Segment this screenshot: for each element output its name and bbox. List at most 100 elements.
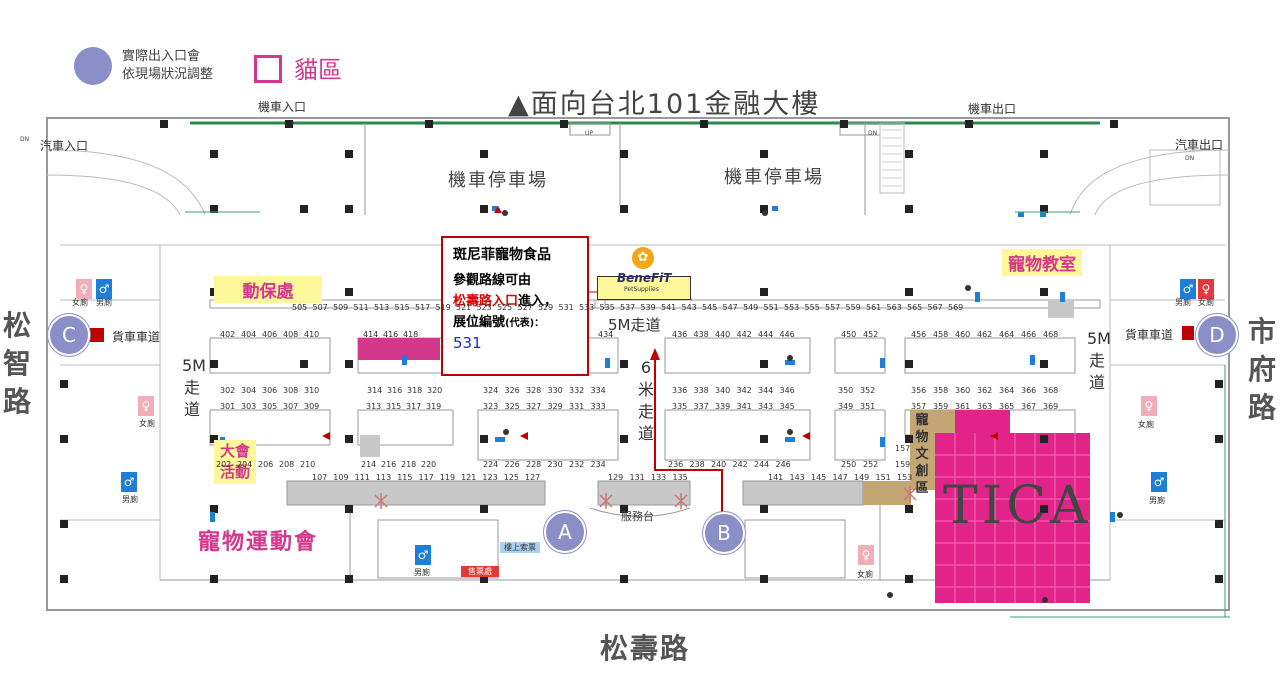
booth-number-402: 402	[220, 330, 236, 339]
booth-number-307: 307	[283, 402, 299, 411]
booth-number-204: 204	[237, 460, 253, 469]
booth-number-328: 328	[526, 386, 542, 395]
booth-number-511: 511	[353, 303, 369, 312]
booth-number-541: 541	[661, 303, 677, 312]
callout-route: 松壽路入口	[453, 294, 519, 309]
sports-label: 寵物運動會	[198, 530, 319, 555]
booth-number-117: 117	[418, 473, 434, 482]
men-restroom-label-2: 男廁	[122, 495, 138, 504]
booth-number-537: 537	[620, 303, 636, 312]
booth-number-319: 319	[426, 402, 442, 411]
booth-number-525: 525	[497, 303, 513, 312]
west-road-label: 松智路	[0, 307, 34, 421]
booth-number-252: 252	[863, 460, 879, 469]
booth-number-529: 529	[538, 303, 554, 312]
women-restroom-icon-3: ♀	[858, 545, 874, 565]
booth-number-306: 306	[262, 386, 278, 395]
booth-number-361: 361	[955, 402, 971, 411]
walkway-5m-west: 5M走道	[182, 356, 206, 419]
booth-number-349: 349	[838, 402, 854, 411]
booth-number-352: 352	[860, 386, 876, 395]
women-restroom-label-3: 女廁	[857, 570, 873, 579]
freight-lane-west: 貨車車道	[112, 330, 161, 344]
gate-a[interactable]: A	[544, 511, 586, 553]
service-desk-label: 服務台	[621, 510, 654, 523]
women-restroom-label-4: 女廁	[1198, 298, 1214, 307]
booth-number-302: 302	[220, 386, 236, 395]
gate-b[interactable]: B	[703, 512, 745, 554]
booth-number-545: 545	[702, 303, 718, 312]
booth-number-346: 346	[779, 386, 795, 395]
booth-number-553: 553	[784, 303, 800, 312]
men-restroom-icon-2: ♂	[121, 472, 137, 492]
men-restroom-label-5: 男廁	[1149, 496, 1165, 505]
callout-route-tail: 進入，	[518, 294, 558, 309]
entrance-legend-icon	[74, 47, 112, 85]
booth-number-331: 331	[569, 402, 585, 411]
booth-number-323: 323	[483, 402, 499, 411]
benefit-booth[interactable]	[597, 276, 691, 300]
west-road-text: 松智路	[2, 309, 31, 418]
east-road-label: 市府路	[1245, 313, 1279, 427]
women-restroom-icon-4: ♀	[1198, 279, 1214, 299]
women-restroom-icon-2: ♀	[138, 396, 154, 416]
booth-number-135: 135	[672, 473, 688, 482]
booth-number-242: 242	[732, 460, 748, 469]
booth-number-111: 111	[354, 473, 370, 482]
north-road-label: ▲面向台北101金融大樓	[508, 89, 821, 120]
booth-number-543: 543	[681, 303, 697, 312]
booth-tan	[863, 481, 911, 505]
booth-number-363: 363	[977, 402, 993, 411]
booth-number-436: 436	[672, 330, 688, 339]
booth-row-100c	[742, 480, 864, 506]
gate-c[interactable]: C	[48, 314, 90, 356]
booth-number-356: 356	[911, 386, 927, 395]
men-restroom-icon-5: ♂	[1151, 472, 1167, 492]
booth-number-357: 357	[911, 402, 927, 411]
booth-number-129: 129	[608, 473, 624, 482]
booth-number-507: 507	[312, 303, 328, 312]
booth-number-360: 360	[955, 386, 971, 395]
booth-number-214: 214	[361, 460, 377, 469]
visitor-route	[654, 355, 723, 512]
booth-number-406: 406	[262, 330, 278, 339]
booth-number-338: 338	[693, 386, 709, 395]
booth-number-563: 563	[886, 303, 902, 312]
booth-number-468: 468	[1043, 330, 1059, 339]
women-restroom-icon-5: ♀	[1141, 396, 1157, 416]
booth-number-314: 314	[367, 386, 383, 395]
booth-number-569: 569	[948, 303, 964, 312]
booth-number-450: 450	[841, 330, 857, 339]
booth-number-521: 521	[456, 303, 472, 312]
booth-number-509: 509	[333, 303, 349, 312]
car-entrance-label: 汽車入口	[40, 139, 89, 153]
gate-d[interactable]: D	[1196, 314, 1238, 356]
men-restroom-icon-3: ♂	[415, 545, 431, 565]
booth-number-341: 341	[736, 402, 752, 411]
booth-number-333: 333	[590, 402, 606, 411]
booth-number-330: 330	[547, 386, 563, 395]
ticket-upstairs: 樓上索票	[500, 542, 540, 553]
booth-number-344: 344	[758, 386, 774, 395]
booth-number-326: 326	[504, 386, 520, 395]
ramp-up-label: UP	[585, 130, 594, 137]
women-restroom-label-5: 女廁	[1138, 420, 1154, 429]
booth-number-125: 125	[503, 473, 519, 482]
booth-number-303: 303	[241, 402, 257, 411]
ramp-dn-label: DN	[868, 130, 878, 137]
booth-number-308: 308	[283, 386, 299, 395]
booth-number-533: 533	[579, 303, 595, 312]
booth-number-366: 366	[1021, 386, 1037, 395]
callout-line-1: 參觀路線可由	[453, 273, 532, 288]
booth-number-113: 113	[375, 473, 392, 482]
contest-label: 大會活動	[214, 440, 256, 484]
booth-number-332: 332	[569, 386, 585, 395]
booth-number-345: 345	[779, 402, 795, 411]
callout-title: 斑尼菲寵物食品	[453, 247, 551, 263]
animal-protection-label: 動保處	[214, 276, 322, 303]
booth-number-238: 238	[689, 460, 705, 469]
booth-number-123: 123	[482, 473, 498, 482]
tica-area	[935, 433, 1090, 603]
booth-number-452: 452	[863, 330, 879, 339]
